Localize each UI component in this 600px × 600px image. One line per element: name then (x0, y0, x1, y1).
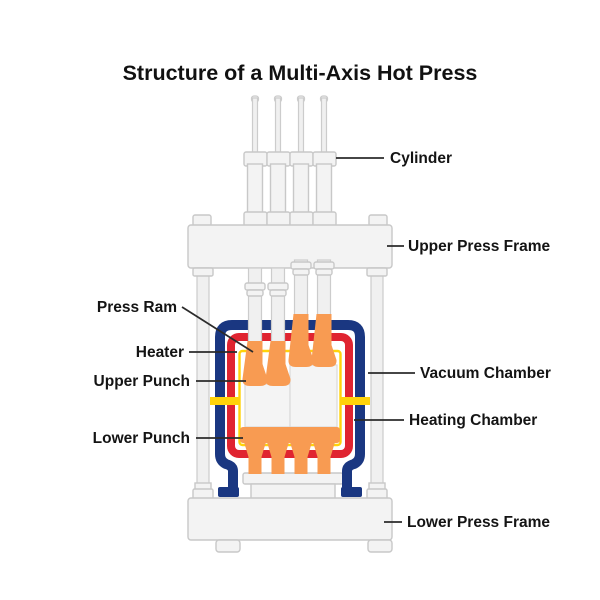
vacuum-chamber (215, 320, 365, 497)
cylinder-manifold (243, 211, 268, 227)
cylinder-body (315, 163, 333, 215)
upper-punch-4 (311, 314, 337, 367)
ram-flange (246, 289, 264, 297)
cylinder-manifold (266, 211, 291, 227)
heater-electrode-left (210, 397, 240, 405)
press-frame-structure (187, 214, 393, 553)
upper-punch-2 (265, 341, 291, 386)
label-heating-chamber: Heating Chamber (409, 412, 537, 429)
press-ram-shaft (270, 267, 286, 345)
upper-punch-assembly (242, 314, 337, 386)
ram-flange (244, 282, 266, 291)
label-upper-press-frame: Upper Press Frame (408, 238, 551, 255)
cylinder-body (246, 163, 264, 215)
label-upper-punch: Upper Punch (94, 373, 190, 390)
lower-punch-assembly (240, 427, 340, 474)
upper-punch-3 (288, 314, 314, 367)
column-right (370, 267, 384, 501)
label-vacuum-chamber: Vacuum Chamber (420, 365, 551, 382)
heater-electrode-right (340, 397, 370, 405)
pedestal-plate (242, 472, 344, 485)
machine-foot-right (367, 539, 393, 553)
leader-lines (181, 157, 415, 523)
upper-punch-1 (242, 341, 268, 386)
diagram-title: Structure of a Multi-Axis Hot Press (123, 61, 478, 85)
label-lower-punch: Lower Punch (93, 430, 190, 447)
die-block-left (244, 383, 291, 428)
vacuum-chamber-foot-left (218, 487, 239, 497)
lower-punch-leg (244, 442, 266, 474)
ram-flange (269, 289, 287, 297)
piston-rod (274, 97, 282, 155)
label-lower-press-frame: Lower Press Frame (407, 514, 550, 531)
column-left (196, 267, 210, 501)
machine-foot-left (215, 539, 241, 553)
cylinder-manifold (312, 211, 337, 227)
ram-flange (290, 261, 312, 270)
cylinder-assembly (243, 95, 337, 227)
lower-punch-leg (290, 442, 312, 474)
vacuum-chamber-foot-right (341, 487, 362, 497)
heating-chamber-wall (227, 333, 353, 458)
label-press-ram: Press Ram (97, 299, 177, 316)
lower-punch-plate (240, 427, 340, 443)
column-capital-right (366, 267, 388, 277)
lower-punch-leg (267, 442, 289, 474)
cylinder-body (292, 163, 310, 215)
labels: Cylinder Upper Press Frame Press Ram Hea… (93, 150, 551, 531)
label-heater: Heater (136, 344, 184, 361)
ram-flange (292, 268, 310, 276)
cylinder-manifold (289, 211, 314, 227)
vacuum-chamber-wall (215, 320, 365, 493)
die-block-right (289, 364, 338, 428)
upper-press-frame (187, 224, 393, 269)
piston-rod (320, 97, 328, 155)
ram-flange (315, 268, 333, 276)
ram-flange (313, 261, 335, 270)
ram-flange (267, 282, 289, 291)
cylinder-body (269, 163, 287, 215)
lower-press-frame (187, 497, 393, 541)
column-capital-left (192, 267, 214, 277)
piston-rod (251, 97, 259, 155)
lower-punch-leg (313, 442, 335, 474)
leader-line-press-ram (181, 306, 254, 353)
press-ram-shaft (247, 267, 263, 345)
piston-rod (297, 97, 305, 155)
label-cylinder: Cylinder (390, 150, 452, 167)
